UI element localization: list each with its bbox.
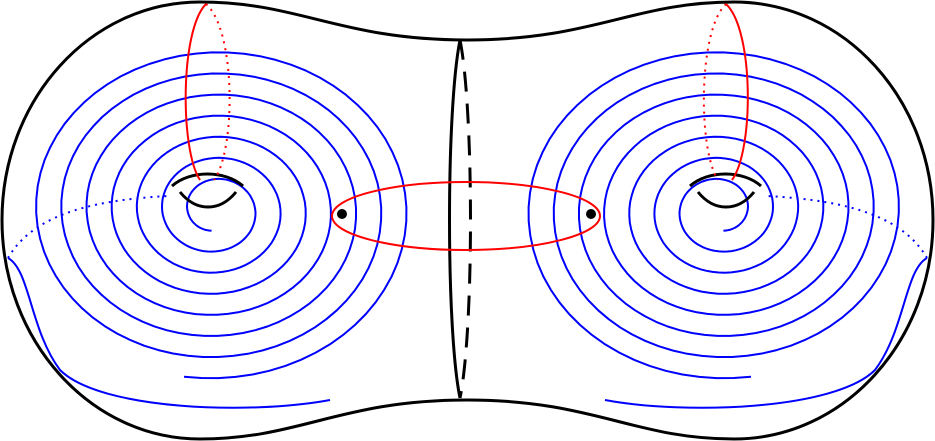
marked-point-left — [337, 209, 347, 219]
right-front-lower-arc — [604, 257, 928, 409]
right-spiral — [527, 51, 900, 380]
marked-point-right — [586, 209, 596, 219]
left-hole — [171, 172, 244, 209]
right-hole-lower — [696, 191, 756, 209]
left-hole-lower — [178, 191, 238, 209]
left-spiral — [35, 51, 408, 380]
right-spiral-path — [527, 51, 900, 380]
separating-curve — [448, 39, 472, 399]
right-hole — [689, 172, 762, 209]
left-hole-upper — [171, 172, 244, 188]
right-meridian-back — [702, 3, 727, 181]
right-meridian — [702, 3, 749, 181]
central-loop — [331, 181, 601, 251]
right-meridian-front — [725, 3, 749, 181]
left-meridian — [184, 3, 231, 181]
left-front-lower-arc — [7, 257, 331, 409]
left-spiral-path — [35, 51, 408, 380]
separating-curve-front — [448, 39, 462, 399]
right-back-arc — [764, 195, 928, 259]
left-back-arc — [7, 195, 171, 259]
left-meridian-back — [205, 3, 231, 181]
right-hole-upper — [689, 172, 762, 188]
separating-curve-back — [458, 39, 472, 399]
left-meridian-front — [184, 3, 207, 181]
